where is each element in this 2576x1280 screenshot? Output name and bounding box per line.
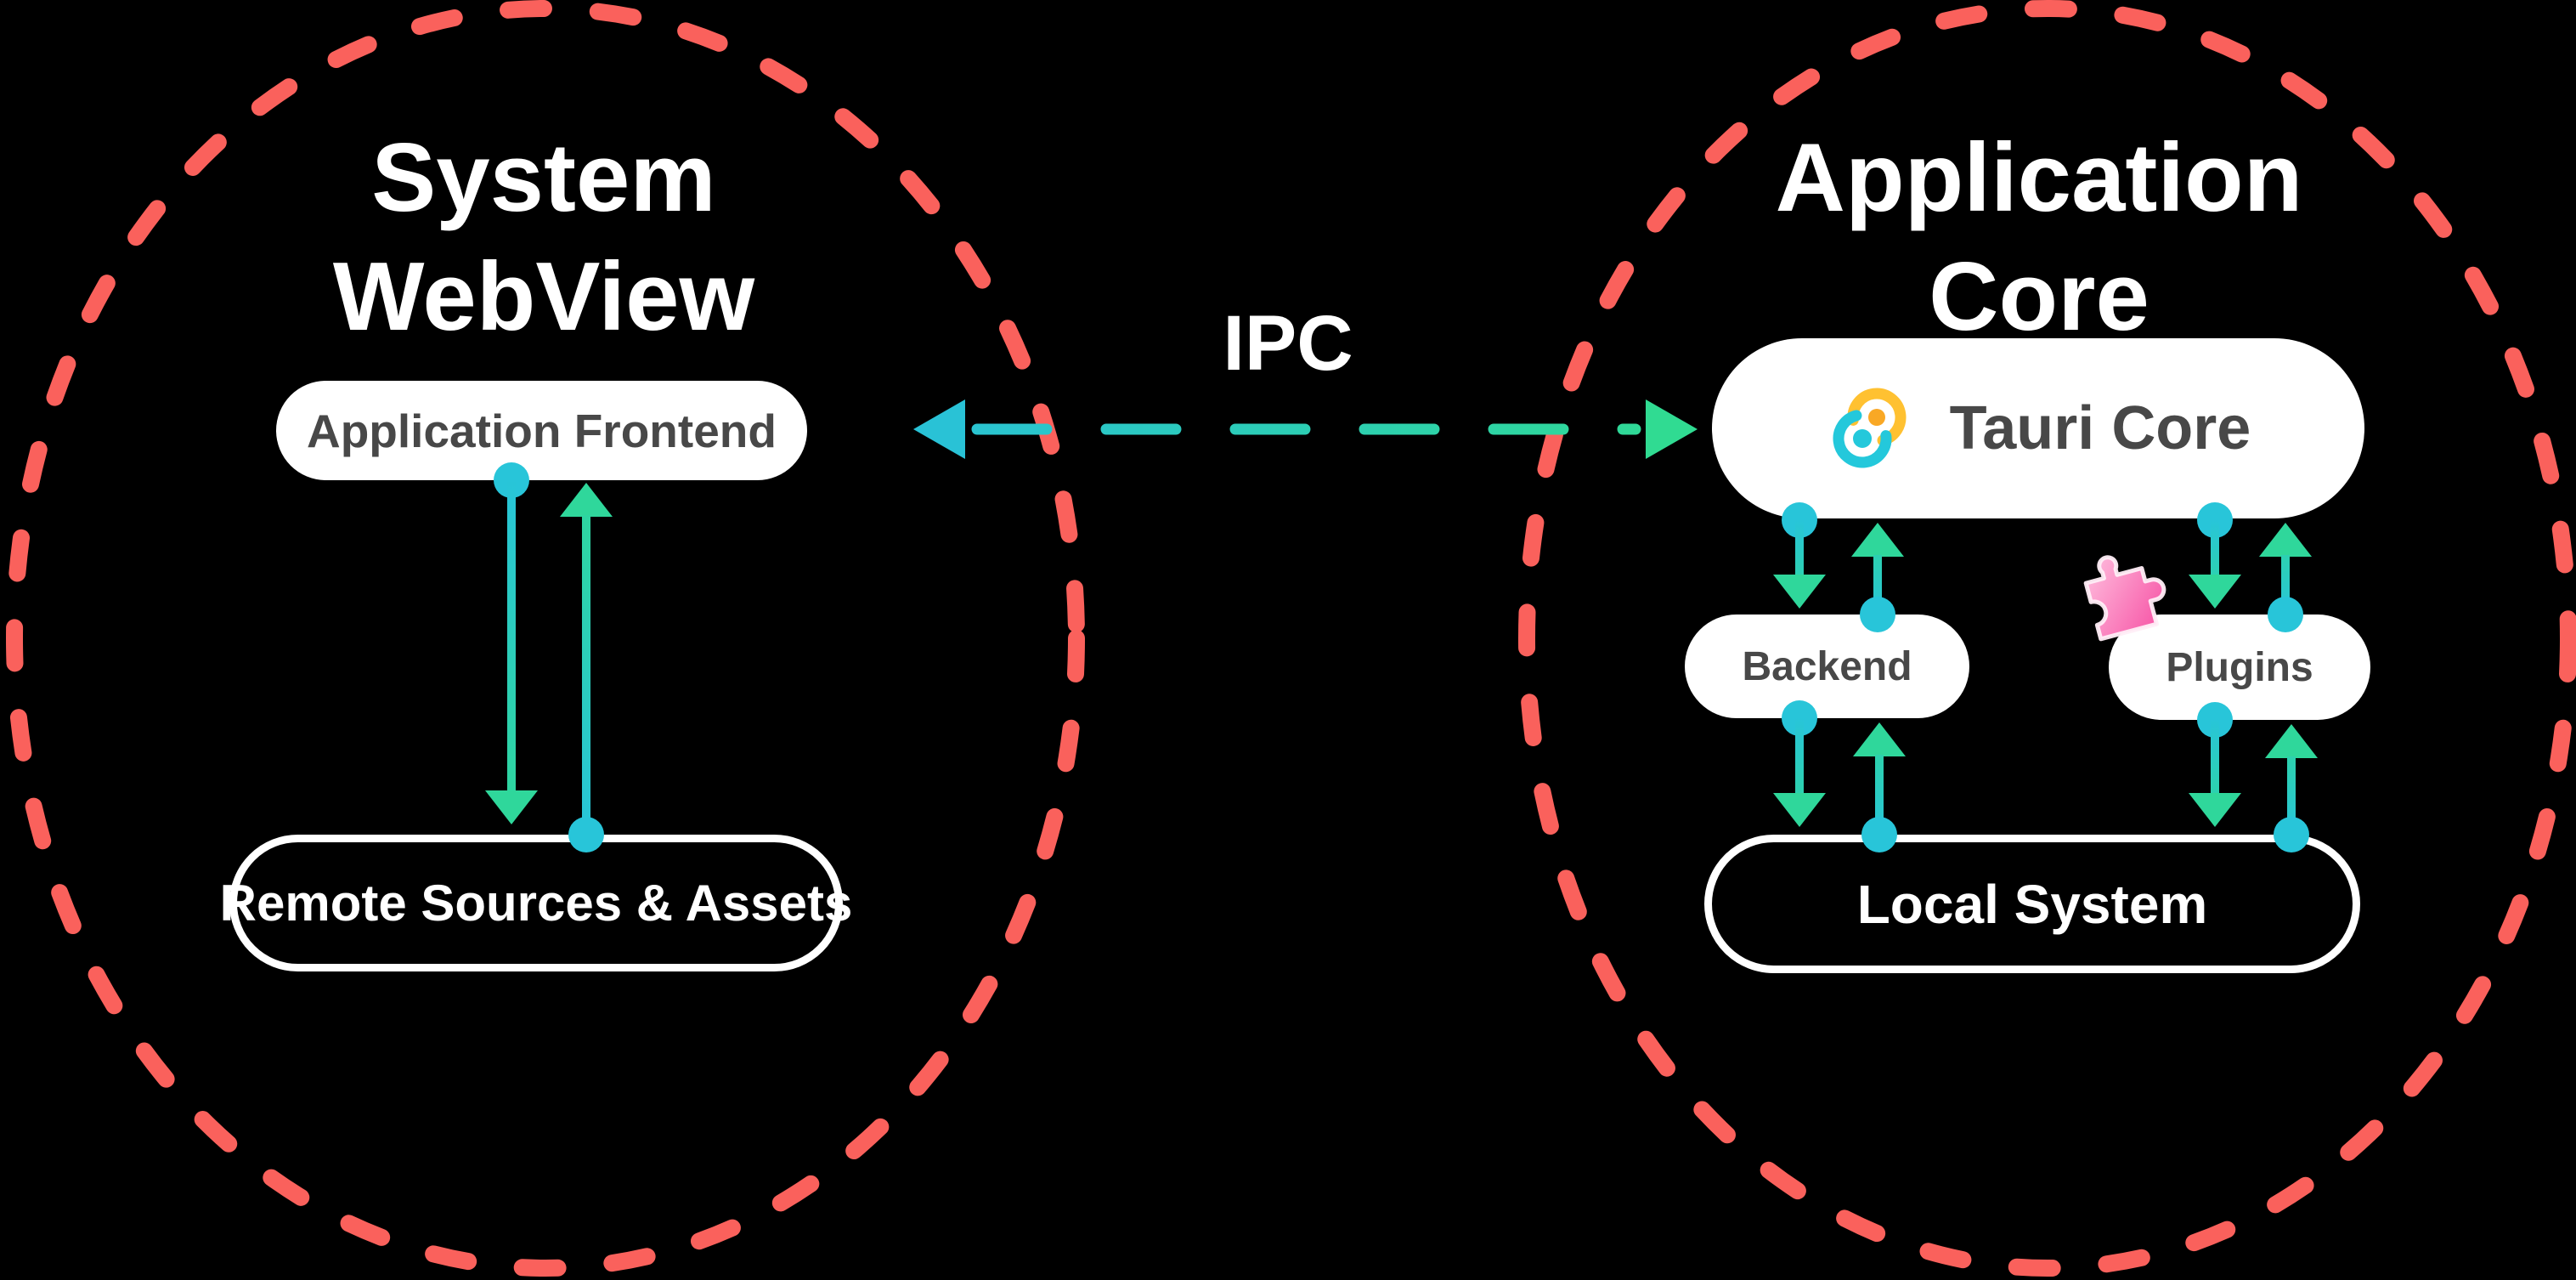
core-title: Application Core	[1775, 124, 2303, 352]
ipc-right-arrowhead	[1646, 399, 1698, 459]
ipc-arrow	[913, 399, 1698, 459]
tauri-core-label: Tauri Core	[1949, 394, 2251, 462]
local-system-pill: Local System	[1704, 835, 2360, 973]
frontend-to-remote-arrow	[485, 462, 538, 824]
ipc-label: IPC	[1223, 300, 1353, 387]
remote-sources-pill: Remote Sources & Assets	[220, 835, 852, 971]
ipc-left-arrowhead	[913, 399, 965, 459]
remote-to-frontend-arrow	[560, 483, 613, 852]
tauri-core-pill: Tauri Core	[1712, 338, 2364, 518]
local-to-backend-arrow	[1853, 722, 1906, 852]
local-system-label: Local System	[1856, 873, 2208, 935]
backend-label: Backend	[1742, 643, 1912, 689]
application-frontend-pill: Application Frontend	[276, 381, 807, 480]
tauri-logo-icon	[1833, 388, 1907, 468]
backend-pill: Backend	[1685, 615, 1969, 718]
application-frontend-label: Application Frontend	[306, 404, 777, 457]
local-to-plugins-arrow	[2265, 724, 2318, 852]
plugins-to-local-arrow	[2189, 702, 2241, 827]
plugins-pill: Plugins	[2109, 615, 2370, 720]
backend-to-local-arrow	[1773, 700, 1826, 827]
remote-sources-label: Remote Sources & Assets	[219, 875, 853, 932]
webview-title: System WebView	[332, 124, 755, 352]
plugins-label: Plugins	[2166, 644, 2313, 690]
